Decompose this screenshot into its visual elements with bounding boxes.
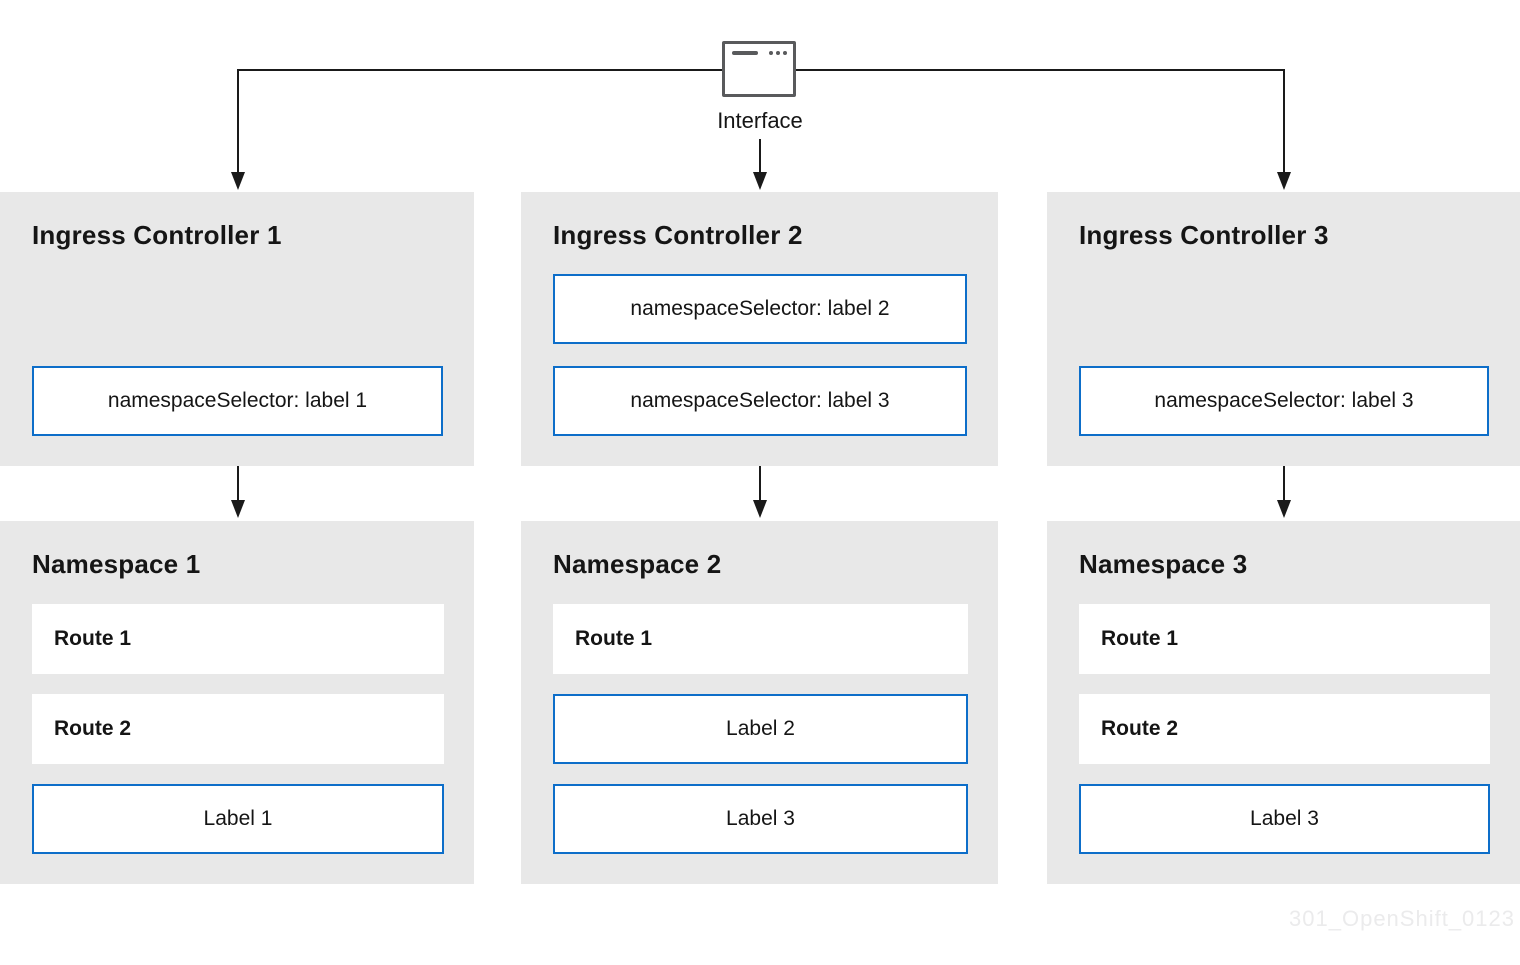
arrowheads <box>231 172 1291 518</box>
route-box: Route 1 <box>1079 604 1490 674</box>
watermark: 301_OpenShift_0123 <box>1289 906 1515 931</box>
namespace-selector-box: namespaceSelector: label 2 <box>553 274 967 344</box>
line-interface-to-ic1 <box>237 69 722 173</box>
arrow-down-icon <box>753 500 767 518</box>
panel-title: Namespace 1 <box>32 549 201 579</box>
namespace-rows: Route 1 Route 2 Label 3 <box>1047 604 1520 854</box>
ingress-controller-2-panel: Ingress Controller 2 namespaceSelector: … <box>521 192 998 466</box>
label-box: Label 2 <box>553 694 968 764</box>
namespace-selector-box: namespaceSelector: label 3 <box>553 366 967 436</box>
panel-title: Ingress Controller 1 <box>32 220 282 250</box>
route-box: Route 2 <box>32 694 444 764</box>
route-box: Route 1 <box>553 604 968 674</box>
panel-title: Ingress Controller 3 <box>1079 220 1329 250</box>
route-box: Route 1 <box>32 604 444 674</box>
selector-stack: namespaceSelector: label 3 <box>1047 366 1520 466</box>
label-box: Label 3 <box>553 784 968 854</box>
menu-dots-icon <box>769 51 787 55</box>
namespace-1-panel: Namespace 1 Route 1 Route 2 Label 1 <box>0 521 474 884</box>
namespace-rows: Route 1 Label 2 Label 3 <box>521 604 998 854</box>
ingress-controller-1-panel: Ingress Controller 1 namespaceSelector: … <box>0 192 474 466</box>
arrow-down-icon <box>1277 172 1291 190</box>
route-box: Route 2 <box>1079 694 1490 764</box>
arrow-down-icon <box>231 500 245 518</box>
browser-window-icon <box>722 41 796 97</box>
interface-label: Interface <box>717 108 803 133</box>
connector-lines <box>237 69 1285 501</box>
arrow-down-icon <box>753 172 767 190</box>
panel-title: Namespace 2 <box>553 549 722 579</box>
ingress-controller-3-panel: Ingress Controller 3 namespaceSelector: … <box>1047 192 1520 466</box>
address-bar-dash <box>732 51 758 55</box>
panel-title: Ingress Controller 2 <box>553 220 803 250</box>
arrow-down-icon <box>231 172 245 190</box>
namespace-2-panel: Namespace 2 Route 1 Label 2 Label 3 <box>521 521 998 884</box>
selector-stack: namespaceSelector: label 1 <box>0 366 474 466</box>
selector-stack: namespaceSelector: label 2 namespaceSele… <box>521 274 998 466</box>
line-interface-to-ic3 <box>796 69 1285 173</box>
namespace-selector-box: namespaceSelector: label 3 <box>1079 366 1489 436</box>
panel-title: Namespace 3 <box>1079 549 1248 579</box>
namespace-3-panel: Namespace 3 Route 1 Route 2 Label 3 <box>1047 521 1520 884</box>
label-box: Label 3 <box>1079 784 1490 854</box>
arrow-down-icon <box>1277 500 1291 518</box>
label-box: Label 1 <box>32 784 444 854</box>
namespace-selector-box: namespaceSelector: label 1 <box>32 366 443 436</box>
namespace-rows: Route 1 Route 2 Label 1 <box>0 604 474 854</box>
